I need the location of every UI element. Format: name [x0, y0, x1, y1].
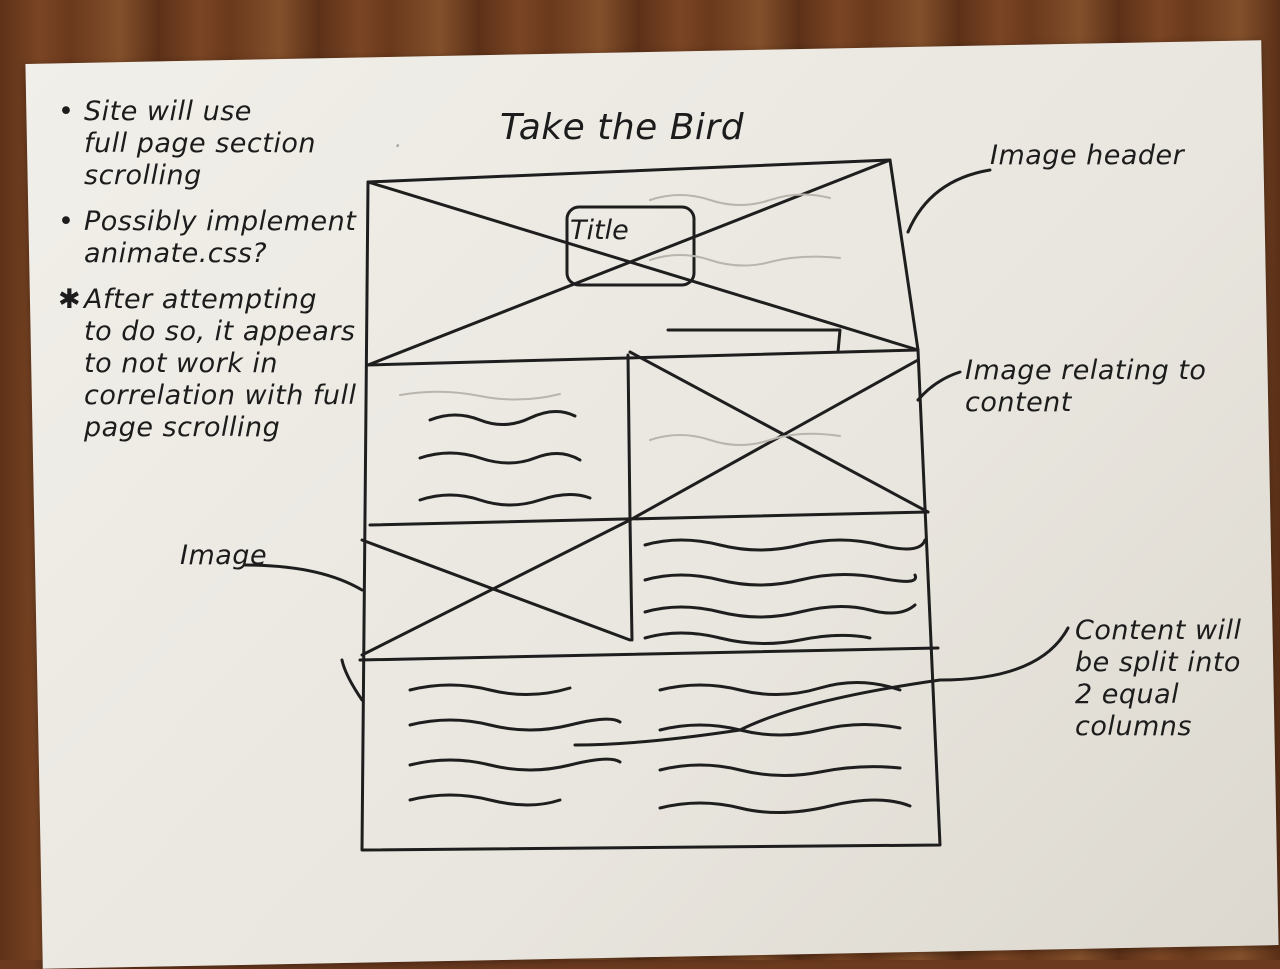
text-squiggle [408, 793, 562, 807]
connector-footer [340, 658, 364, 702]
annotation-content-split: Content will be split into 2 equal colum… [1075, 615, 1242, 742]
show-through-marks [399, 193, 841, 446]
row3-divider [358, 646, 940, 662]
note-bullet: • [58, 206, 75, 237]
text-squiggle [658, 722, 902, 737]
note-item: ✱ After attempting to do so, it appears … [58, 284, 358, 444]
text-squiggle [408, 717, 622, 732]
connector-image [243, 563, 364, 592]
text-squiggle [643, 603, 917, 619]
connector-image-header [906, 168, 992, 234]
row2-column-divider [626, 353, 632, 522]
annotation-image-header: Image header [990, 140, 1185, 171]
annotation-image-relating: Image relating to content [965, 355, 1207, 418]
wireframe-outer-frame [360, 158, 942, 852]
note-text: Site will use full page section scrollin… [84, 96, 316, 191]
connector-content-split [573, 626, 1070, 747]
text-squiggle [643, 572, 918, 587]
note-item: • Site will use full page section scroll… [58, 96, 358, 192]
title-box [565, 205, 696, 287]
row2-divider [368, 510, 930, 527]
title-box-callout [666, 328, 842, 354]
row3-image-cross [360, 518, 632, 657]
header-image-cross [366, 158, 920, 367]
text-squiggle [658, 763, 902, 778]
design-notes: • Site will use full page section scroll… [58, 96, 358, 458]
note-bullet: • [58, 96, 75, 127]
text-squiggle [658, 798, 912, 814]
text-squiggle [408, 683, 572, 696]
note-item: • Possibly implement animate.css? [58, 206, 358, 270]
text-squiggle [643, 631, 872, 646]
row2-image-cross [628, 350, 930, 522]
text-squiggle [418, 493, 592, 507]
hero-title: Title [570, 215, 629, 246]
faint-scribble-top: . [395, 128, 403, 153]
annotation-image: Image [180, 540, 268, 571]
connector-image-relating [916, 370, 962, 402]
text-squiggle [428, 410, 577, 426]
row3-column-divider [628, 518, 634, 642]
text-squiggle [643, 538, 927, 552]
page-title: Take the Bird [500, 107, 745, 148]
note-bullet-asterisk: ✱ [58, 284, 82, 315]
text-squiggle [408, 757, 622, 772]
note-text: Possibly implement animate.css? [84, 206, 357, 269]
text-squiggle [418, 451, 582, 465]
note-text: After attempting to do so, it appears to… [84, 284, 357, 443]
text-squiggle [658, 681, 902, 696]
